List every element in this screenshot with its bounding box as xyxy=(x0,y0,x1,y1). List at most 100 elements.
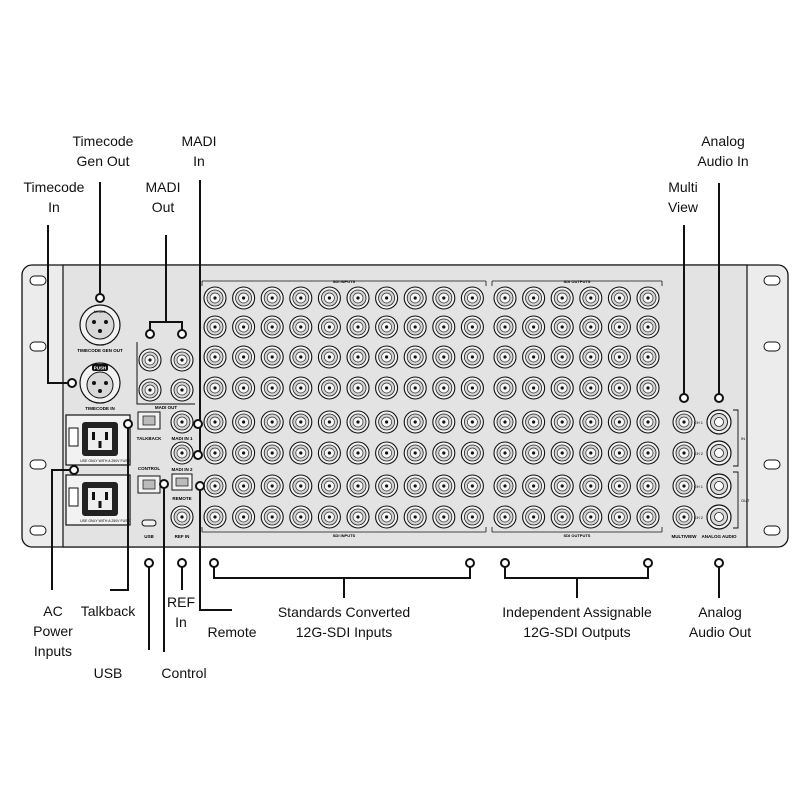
sdi-input-connector[interactable] xyxy=(260,441,284,465)
sdi-input-connector[interactable] xyxy=(260,474,284,498)
sdi-input-connector[interactable] xyxy=(346,505,370,529)
sdi-output-connector[interactable] xyxy=(579,315,603,339)
sdi-output-connector[interactable] xyxy=(493,376,517,400)
multiview-connector-3[interactable] xyxy=(672,474,696,498)
sdi-input-connector[interactable] xyxy=(403,474,427,498)
sdi-input-connector[interactable] xyxy=(460,345,484,369)
sdi-output-connector[interactable] xyxy=(493,505,517,529)
sdi-input-connector[interactable] xyxy=(460,474,484,498)
sdi-input-connector[interactable] xyxy=(403,315,427,339)
timecode-in-xlr[interactable] xyxy=(79,362,121,404)
sdi-input-connector[interactable] xyxy=(432,376,456,400)
sdi-input-connector[interactable] xyxy=(232,410,256,434)
sdi-input-connector[interactable] xyxy=(346,410,370,434)
sdi-output-connector[interactable] xyxy=(636,345,660,369)
sdi-input-connector[interactable] xyxy=(289,474,313,498)
talkback-port[interactable] xyxy=(137,411,161,430)
sdi-input-connector[interactable] xyxy=(460,315,484,339)
sdi-input-connector[interactable] xyxy=(460,410,484,434)
sdi-input-connector[interactable] xyxy=(317,315,341,339)
sdi-input-connector[interactable] xyxy=(346,286,370,310)
sdi-input-connector[interactable] xyxy=(375,315,399,339)
sdi-input-connector[interactable] xyxy=(460,441,484,465)
sdi-input-connector[interactable] xyxy=(232,345,256,369)
madi-out-connector-1[interactable] xyxy=(138,348,162,372)
analog-out-ch2-jack[interactable] xyxy=(706,504,732,530)
sdi-input-connector[interactable] xyxy=(432,505,456,529)
sdi-input-connector[interactable] xyxy=(375,474,399,498)
sdi-input-connector[interactable] xyxy=(203,505,227,529)
sdi-input-connector[interactable] xyxy=(289,315,313,339)
sdi-output-connector[interactable] xyxy=(607,505,631,529)
multiview-connector-2[interactable] xyxy=(672,441,696,465)
sdi-output-connector[interactable] xyxy=(636,505,660,529)
sdi-input-connector[interactable] xyxy=(346,474,370,498)
sdi-input-connector[interactable] xyxy=(203,345,227,369)
sdi-output-connector[interactable] xyxy=(522,441,546,465)
sdi-output-connector[interactable] xyxy=(522,286,546,310)
sdi-input-connector[interactable] xyxy=(203,315,227,339)
sdi-output-connector[interactable] xyxy=(493,345,517,369)
sdi-output-connector[interactable] xyxy=(607,441,631,465)
sdi-output-connector[interactable] xyxy=(522,410,546,434)
sdi-input-connector[interactable] xyxy=(203,286,227,310)
madi-out-connector-3[interactable] xyxy=(138,378,162,402)
sdi-output-connector[interactable] xyxy=(493,441,517,465)
sdi-input-connector[interactable] xyxy=(432,474,456,498)
sdi-output-connector[interactable] xyxy=(550,376,574,400)
sdi-input-connector[interactable] xyxy=(317,505,341,529)
sdi-input-connector[interactable] xyxy=(346,345,370,369)
sdi-input-connector[interactable] xyxy=(289,505,313,529)
sdi-input-connector[interactable] xyxy=(403,505,427,529)
multiview-connector-1[interactable] xyxy=(672,410,696,434)
sdi-input-connector[interactable] xyxy=(203,376,227,400)
sdi-output-connector[interactable] xyxy=(607,410,631,434)
madi-in-1-connector[interactable] xyxy=(170,410,194,434)
sdi-input-connector[interactable] xyxy=(375,441,399,465)
sdi-input-connector[interactable] xyxy=(317,345,341,369)
sdi-input-connector[interactable] xyxy=(460,376,484,400)
sdi-input-connector[interactable] xyxy=(232,286,256,310)
sdi-output-connector[interactable] xyxy=(607,345,631,369)
sdi-output-connector[interactable] xyxy=(493,315,517,339)
sdi-input-connector[interactable] xyxy=(289,345,313,369)
sdi-output-connector[interactable] xyxy=(636,376,660,400)
madi-out-connector-4[interactable] xyxy=(170,378,194,402)
sdi-output-connector[interactable] xyxy=(522,345,546,369)
sdi-output-connector[interactable] xyxy=(607,474,631,498)
sdi-input-connector[interactable] xyxy=(232,376,256,400)
sdi-input-connector[interactable] xyxy=(289,441,313,465)
sdi-output-connector[interactable] xyxy=(636,286,660,310)
sdi-output-connector[interactable] xyxy=(550,474,574,498)
control-port[interactable] xyxy=(137,475,161,494)
analog-in-ch2-jack[interactable] xyxy=(706,440,732,466)
usb-port[interactable] xyxy=(141,519,157,527)
sdi-input-connector[interactable] xyxy=(203,474,227,498)
sdi-output-connector[interactable] xyxy=(522,376,546,400)
sdi-output-connector[interactable] xyxy=(550,410,574,434)
sdi-input-connector[interactable] xyxy=(203,441,227,465)
sdi-output-connector[interactable] xyxy=(579,505,603,529)
sdi-input-connector[interactable] xyxy=(260,345,284,369)
ac-power-inlet-1[interactable] xyxy=(65,414,131,466)
sdi-input-connector[interactable] xyxy=(403,345,427,369)
analog-out-ch1-jack[interactable] xyxy=(706,473,732,499)
timecode-gen-out-xlr[interactable] xyxy=(79,304,121,346)
sdi-output-connector[interactable] xyxy=(550,345,574,369)
sdi-input-connector[interactable] xyxy=(317,474,341,498)
sdi-output-connector[interactable] xyxy=(636,315,660,339)
sdi-input-connector[interactable] xyxy=(289,286,313,310)
sdi-output-connector[interactable] xyxy=(607,376,631,400)
sdi-input-connector[interactable] xyxy=(375,410,399,434)
sdi-input-connector[interactable] xyxy=(260,410,284,434)
sdi-input-connector[interactable] xyxy=(232,474,256,498)
sdi-input-connector[interactable] xyxy=(432,441,456,465)
sdi-input-connector[interactable] xyxy=(289,410,313,434)
analog-in-ch1-jack[interactable] xyxy=(706,409,732,435)
sdi-output-connector[interactable] xyxy=(579,441,603,465)
madi-in-2-connector[interactable] xyxy=(170,441,194,465)
sdi-output-connector[interactable] xyxy=(493,286,517,310)
sdi-input-connector[interactable] xyxy=(375,286,399,310)
sdi-input-connector[interactable] xyxy=(232,505,256,529)
sdi-input-connector[interactable] xyxy=(260,505,284,529)
